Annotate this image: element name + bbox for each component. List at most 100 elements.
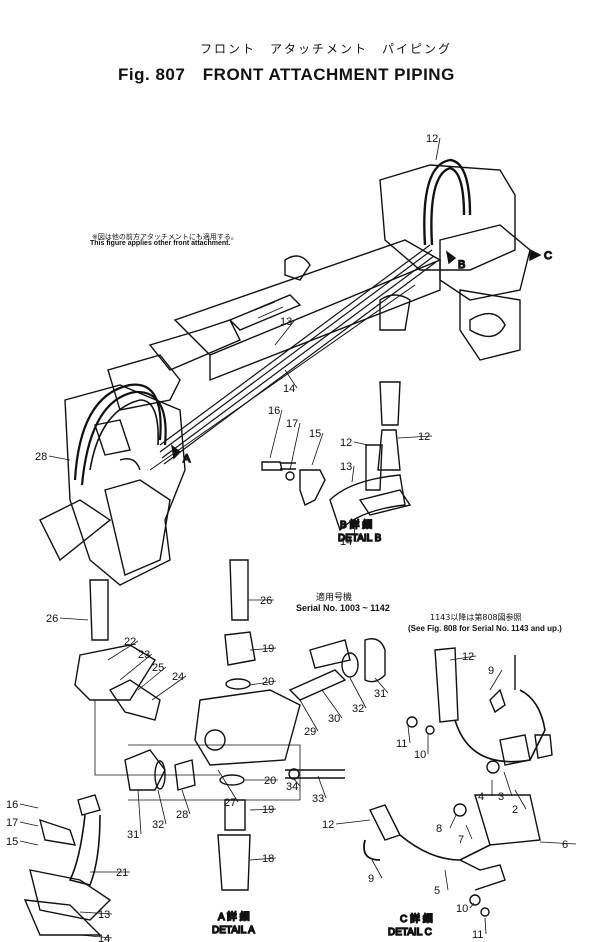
part-label-26: 26 — [260, 595, 272, 607]
part-label-20: 20 — [262, 676, 274, 688]
leader-line-24 — [151, 675, 187, 701]
leader-line-2 — [514, 789, 527, 810]
leader-line-19 — [249, 808, 277, 811]
leader-line-3 — [503, 771, 513, 797]
serial2-note-en: (See Fig. 808 for Serial No. 1143 and up… — [408, 624, 562, 633]
detail-c-label-jp: C 詳 細 — [400, 912, 433, 925]
part-label-2: 2 — [512, 804, 518, 816]
part-label-12: 12 — [322, 819, 334, 831]
part-label-28: 28 — [35, 451, 47, 463]
leader-line-8 — [449, 814, 457, 829]
part-label-25: 25 — [152, 662, 164, 674]
part-label-3: 3 — [498, 791, 504, 803]
part-label-19: 19 — [262, 643, 274, 655]
leader-line-16 — [269, 409, 283, 459]
part-label-32: 32 — [152, 819, 164, 831]
leader-line-25 — [137, 666, 167, 691]
detail-c-label-en: DETAIL C — [388, 927, 432, 938]
detail-b-label-en: DETAIL B — [338, 533, 382, 544]
leader-lines — [19, 137, 577, 939]
part-label-31: 31 — [374, 688, 386, 700]
part-label-33: 33 — [312, 793, 324, 805]
leader-line-11 — [407, 725, 411, 744]
part-label-23: 23 — [138, 649, 150, 661]
detail-a-parts — [74, 559, 386, 891]
serial-note-jp: 適用号機 — [316, 593, 353, 603]
leader-line-15 — [311, 432, 324, 466]
leader-line-29 — [299, 699, 319, 732]
part-label-6: 6 — [562, 839, 568, 851]
part-label-13: 13 — [340, 461, 352, 473]
leader-line-15 — [19, 840, 39, 846]
leader-line-12 — [449, 655, 477, 661]
leader-line-31 — [374, 677, 389, 694]
leader-line-22 — [107, 640, 139, 661]
part-label-31: 31 — [127, 829, 139, 841]
leader-line-14 — [353, 519, 356, 542]
part-label-11: 11 — [472, 929, 483, 941]
leader-line-14 — [79, 934, 113, 939]
part-label-22: 22 — [124, 636, 136, 648]
marker-c: C — [544, 250, 552, 262]
leader-line-33 — [317, 775, 327, 799]
leader-line-12 — [435, 137, 441, 161]
leader-line-12 — [335, 819, 371, 825]
leader-line-34 — [292, 777, 301, 787]
part-label-21: 21 — [116, 867, 128, 879]
leader-line-31 — [137, 789, 142, 835]
detail-b-label-jp: B 詳 細 — [340, 518, 372, 531]
part-label-24: 24 — [172, 671, 184, 683]
part-label-9: 9 — [488, 665, 494, 677]
leader-line-28 — [48, 455, 71, 461]
leader-line-11 — [484, 917, 487, 935]
leader-line-7 — [465, 824, 473, 840]
part-label-20: 20 — [264, 775, 276, 787]
part-label-19: 19 — [262, 804, 274, 816]
leader-line-16 — [19, 803, 39, 809]
part-label-5: 5 — [434, 885, 440, 897]
part-label-9: 9 — [368, 873, 374, 885]
part-label-7: 7 — [458, 834, 464, 846]
leader-line-28 — [181, 789, 191, 815]
part-label-30: 30 — [328, 713, 340, 725]
part-label-10: 10 — [456, 903, 468, 915]
leader-line-30 — [321, 689, 343, 719]
leader-line-20 — [249, 680, 277, 686]
leader-line-23 — [119, 653, 153, 681]
leader-line-13 — [274, 320, 295, 346]
detail-b-parts — [261, 381, 412, 532]
part-label-18: 18 — [262, 853, 274, 865]
detail-a-label-jp: A 詳 細 — [218, 910, 250, 923]
leader-line-9 — [371, 859, 383, 879]
figure-title: Fig. 807 FRONT ATTACHMENT PIPING — [118, 65, 455, 84]
part-label-12: 12 — [340, 437, 352, 449]
serial-note-en: Serial No. 1003 ~ 1142 — [296, 603, 390, 613]
part-label-28: 28 — [176, 809, 188, 821]
part-label-14: 14 — [340, 536, 352, 548]
part-label-13: 13 — [98, 909, 110, 921]
detail-c-parts — [363, 647, 553, 917]
leader-line-18 — [249, 857, 277, 861]
part-label-15: 15 — [6, 836, 18, 848]
leader-line-32 — [157, 789, 167, 825]
part-label-14: 14 — [98, 933, 110, 942]
leader-line-26 — [59, 617, 89, 621]
part-label-16: 16 — [6, 799, 18, 811]
part-label-17: 17 — [286, 418, 298, 430]
leader-line-5 — [444, 869, 449, 891]
part-label-10: 10 — [414, 749, 426, 761]
leader-line-17 — [289, 422, 301, 471]
part-label-27: 27 — [224, 797, 236, 809]
part-label-16: 16 — [268, 405, 280, 417]
leader-line-17 — [19, 821, 39, 827]
part-label-12: 12 — [426, 133, 438, 145]
leader-line-14 — [284, 369, 298, 389]
part-label-8: 8 — [436, 823, 442, 835]
leader-line-12 — [397, 435, 433, 439]
leader-line-13 — [79, 911, 113, 915]
leader-line-32 — [349, 677, 367, 709]
part-label-4: 4 — [478, 791, 484, 803]
applicability-note-en: This figure applies other front attachme… — [90, 240, 231, 247]
